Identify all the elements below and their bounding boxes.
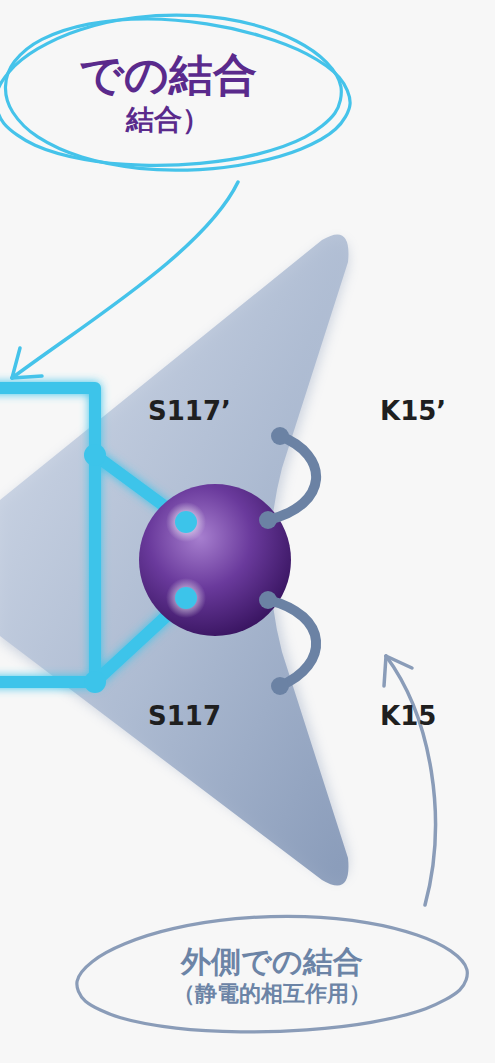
hand-drawn-loop bbox=[5, 19, 350, 170]
note-text: （静電的相互作用） bbox=[173, 980, 371, 1008]
bond-end bbox=[175, 511, 197, 533]
residue-label: K15’ bbox=[380, 396, 446, 427]
note-ellipse: 外側での結合（静電的相互作用） bbox=[73, 914, 471, 1037]
bond-highlight bbox=[166, 502, 206, 542]
note-text: 外側での結合 bbox=[181, 943, 363, 981]
leader-arrow bbox=[12, 182, 238, 378]
residue-label: S117’ bbox=[148, 396, 231, 427]
electrostatic-arc bbox=[268, 436, 316, 686]
residue-label: K15 bbox=[380, 701, 436, 732]
binding-site-shape bbox=[0, 234, 348, 885]
note-text: での結合 bbox=[79, 47, 257, 102]
bond-end bbox=[175, 587, 197, 609]
residue-label: S117 bbox=[148, 701, 221, 732]
hand-drawn-loop bbox=[0, 15, 341, 165]
attachment-dot bbox=[84, 444, 106, 693]
hand-drawn-loop bbox=[77, 916, 467, 1031]
bond-highlight bbox=[166, 578, 206, 618]
note-ellipse: での結合結合） bbox=[0, 13, 345, 171]
note-text: 結合） bbox=[126, 102, 210, 137]
leader-arrow bbox=[384, 656, 435, 905]
metal-ion-sphere bbox=[139, 484, 291, 636]
residue-dot bbox=[259, 427, 289, 695]
